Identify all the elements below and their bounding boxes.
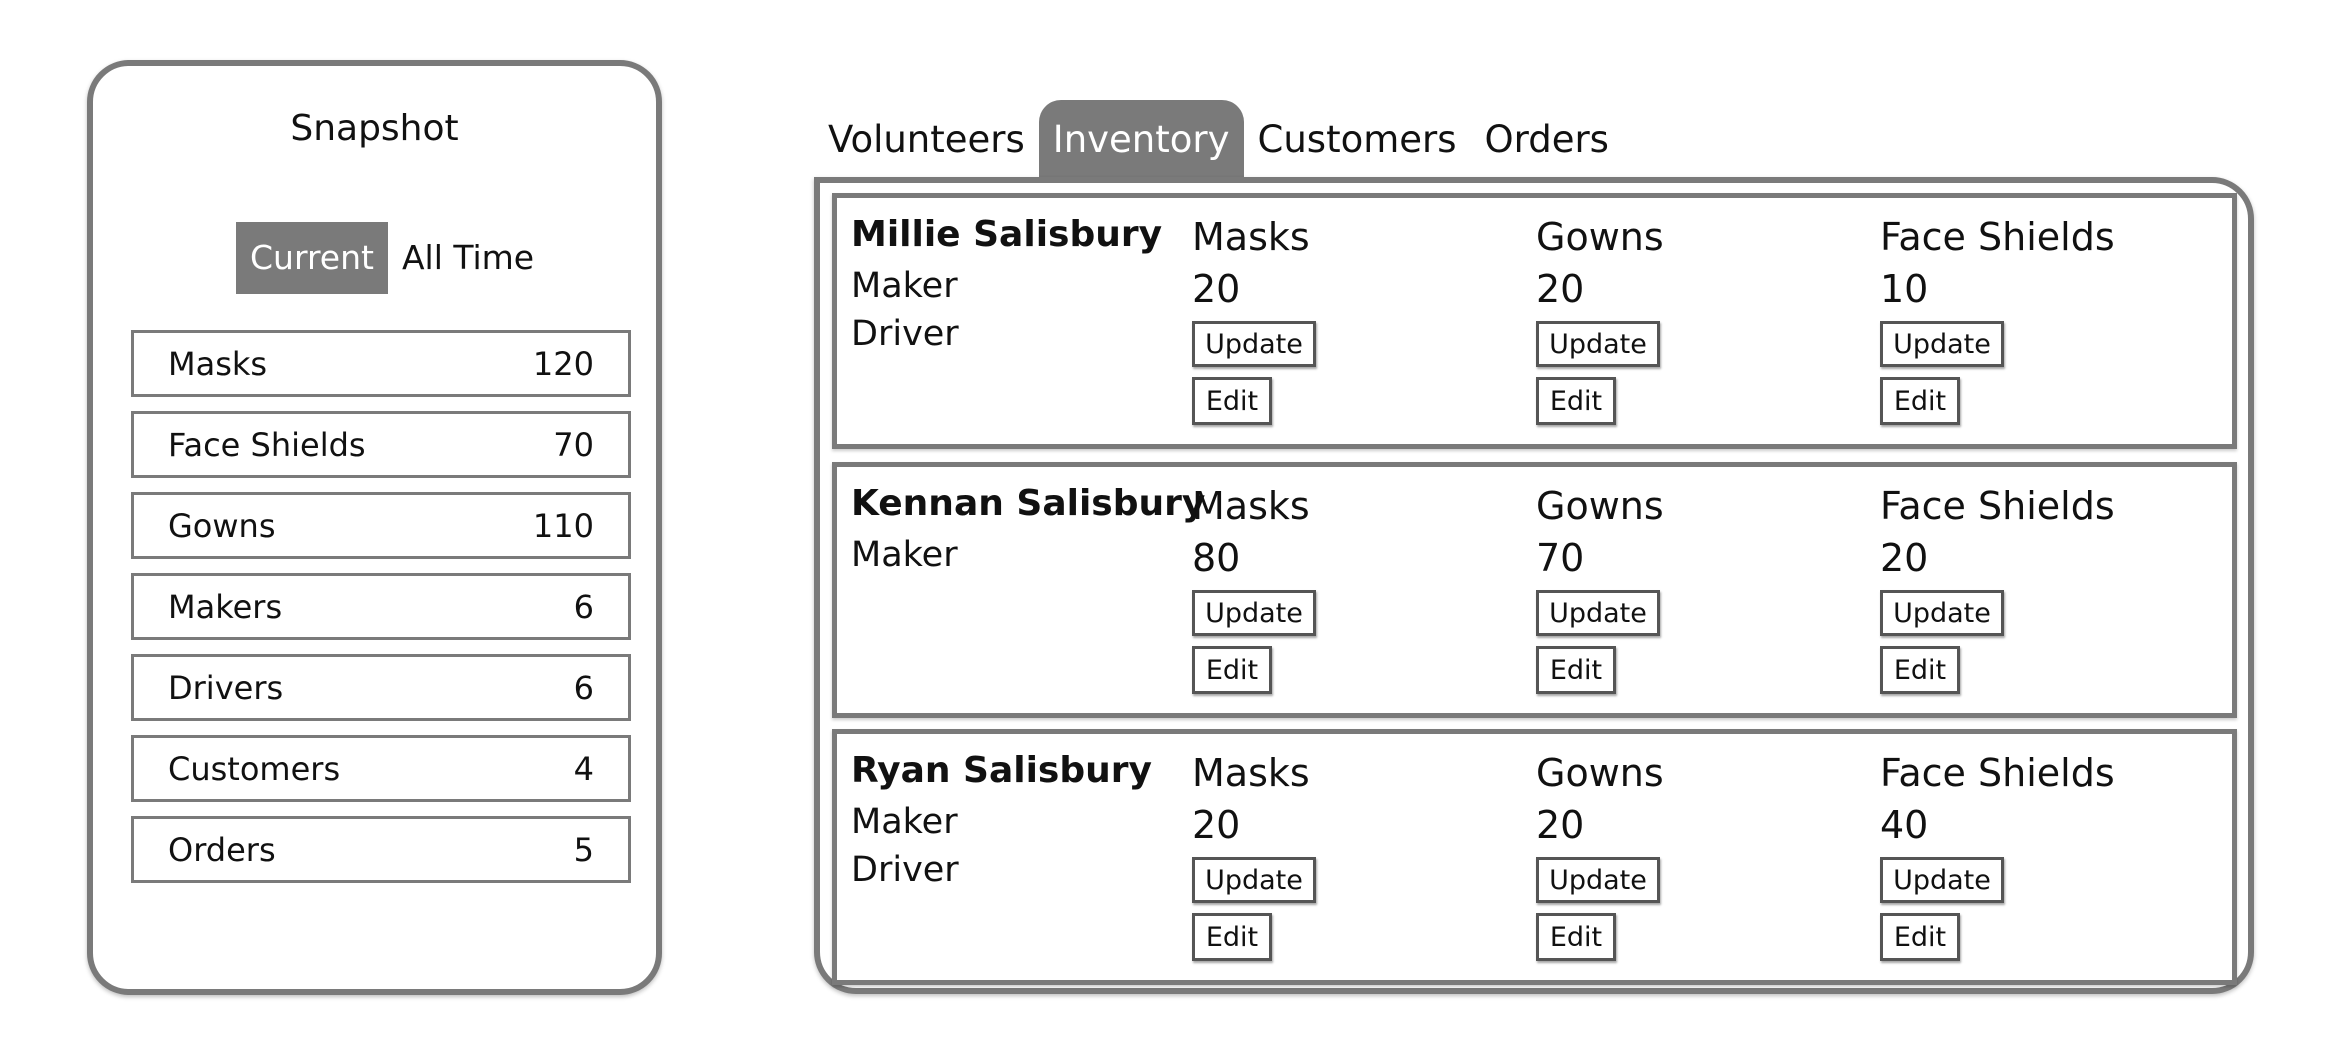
item-face-shields: Face Shields 20 Update Edit (1880, 483, 2115, 694)
snapshot-row-value: 5 (573, 830, 594, 869)
person-card: Ryan Salisbury Maker Driver Masks 20 Upd… (832, 729, 2237, 985)
snapshot-row-drivers: Drivers 6 (131, 654, 631, 721)
item-quantity: 20 (1192, 267, 1241, 311)
snapshot-row-label: Orders (168, 830, 276, 869)
snapshot-row-value: 120 (532, 344, 594, 383)
person-roles: Maker Driver (851, 262, 959, 358)
snapshot-row-masks: Masks 120 (131, 330, 631, 397)
edit-button[interactable]: Edit (1192, 913, 1272, 961)
snapshot-row-value: 4 (573, 749, 594, 788)
snapshot-row-label: Drivers (168, 668, 284, 707)
edit-button[interactable]: Edit (1192, 377, 1272, 425)
item-name: Face Shields (1880, 484, 2115, 528)
tab-volunteers[interactable]: Volunteers (828, 117, 1025, 161)
update-button[interactable]: Update (1880, 590, 2004, 636)
role-label: Maker (851, 535, 958, 575)
person-card: Millie Salisbury Maker Driver Masks 20 U… (832, 193, 2237, 449)
person-card: Kennan Salisbury Maker Masks 80 Update E… (832, 462, 2237, 718)
item-name: Masks (1192, 484, 1310, 528)
update-button[interactable]: Update (1536, 590, 1660, 636)
snapshot-row-label: Masks (168, 344, 268, 383)
item-name: Gowns (1536, 484, 1664, 528)
person-name: Kennan Salisbury (851, 483, 1206, 524)
item-name: Masks (1192, 215, 1310, 259)
snapshot-row-label: Gowns (168, 506, 276, 545)
item-gowns: Gowns 70 Update Edit (1536, 483, 1664, 694)
tab-customers[interactable]: Customers (1257, 117, 1457, 161)
update-button[interactable]: Update (1192, 321, 1316, 367)
item-gowns: Gowns 20 Update Edit (1536, 214, 1664, 425)
snapshot-row-gowns: Gowns 110 (131, 492, 631, 559)
snapshot-row-face-shields: Face Shields 70 (131, 411, 631, 478)
item-quantity: 20 (1880, 536, 1929, 580)
snapshot-row-label: Makers (168, 587, 283, 626)
snapshot-title: Snapshot (290, 108, 459, 149)
role-label: Driver (851, 850, 959, 890)
inventory-panel: Millie Salisbury Maker Driver Masks 20 U… (814, 177, 2254, 994)
update-button[interactable]: Update (1192, 590, 1316, 636)
snapshot-row-orders: Orders 5 (131, 816, 631, 883)
item-name: Face Shields (1880, 215, 2115, 259)
snapshot-row-value: 110 (532, 506, 594, 545)
item-quantity: 20 (1192, 803, 1241, 847)
update-button[interactable]: Update (1880, 857, 2004, 903)
edit-button[interactable]: Edit (1192, 646, 1272, 694)
snapshot-row-label: Face Shields (168, 425, 366, 464)
edit-button[interactable]: Edit (1880, 377, 1960, 425)
update-button[interactable]: Update (1880, 321, 2004, 367)
item-quantity: 40 (1880, 803, 1929, 847)
snapshot-toggle: Current All Time (236, 222, 548, 294)
item-name: Gowns (1536, 751, 1664, 795)
update-button[interactable]: Update (1192, 857, 1316, 903)
item-gowns: Gowns 20 Update Edit (1536, 750, 1664, 961)
item-quantity: 70 (1536, 536, 1585, 580)
role-label: Maker (851, 802, 958, 842)
role-label: Maker (851, 266, 958, 306)
person-name: Millie Salisbury (851, 214, 1163, 255)
role-label: Driver (851, 314, 959, 354)
item-name: Face Shields (1880, 751, 2115, 795)
toggle-current[interactable]: Current (236, 222, 388, 294)
item-masks: Masks 80 Update Edit (1192, 483, 1316, 694)
person-roles: Maker (851, 531, 958, 579)
item-name: Masks (1192, 751, 1310, 795)
edit-button[interactable]: Edit (1536, 646, 1616, 694)
item-masks: Masks 20 Update Edit (1192, 750, 1316, 961)
snapshot-row-makers: Makers 6 (131, 573, 631, 640)
main-tabs: Volunteers Inventory Customers Orders (814, 100, 1623, 178)
snapshot-row-value: 70 (553, 425, 594, 464)
person-name: Ryan Salisbury (851, 750, 1152, 791)
snapshot-card: Snapshot Current All Time Masks 120 Face… (87, 60, 662, 995)
item-name: Gowns (1536, 215, 1664, 259)
person-roles: Maker Driver (851, 798, 959, 894)
toggle-all-time[interactable]: All Time (401, 238, 535, 277)
item-face-shields: Face Shields 10 Update Edit (1880, 214, 2115, 425)
edit-button[interactable]: Edit (1536, 913, 1616, 961)
snapshot-row-value: 6 (573, 587, 594, 626)
update-button[interactable]: Update (1536, 321, 1660, 367)
edit-button[interactable]: Edit (1880, 646, 1960, 694)
edit-button[interactable]: Edit (1536, 377, 1616, 425)
item-quantity: 80 (1192, 536, 1241, 580)
tab-inventory[interactable]: Inventory (1038, 100, 1244, 178)
snapshot-list: Masks 120 Face Shields 70 Gowns 110 Make… (131, 330, 631, 897)
snapshot-row-customers: Customers 4 (131, 735, 631, 802)
item-masks: Masks 20 Update Edit (1192, 214, 1316, 425)
item-quantity: 10 (1880, 267, 1929, 311)
item-quantity: 20 (1536, 803, 1585, 847)
item-face-shields: Face Shields 40 Update Edit (1880, 750, 2115, 961)
update-button[interactable]: Update (1536, 857, 1660, 903)
item-quantity: 20 (1536, 267, 1585, 311)
snapshot-row-label: Customers (168, 749, 341, 788)
tab-orders[interactable]: Orders (1484, 117, 1609, 161)
edit-button[interactable]: Edit (1880, 913, 1960, 961)
snapshot-row-value: 6 (573, 668, 594, 707)
